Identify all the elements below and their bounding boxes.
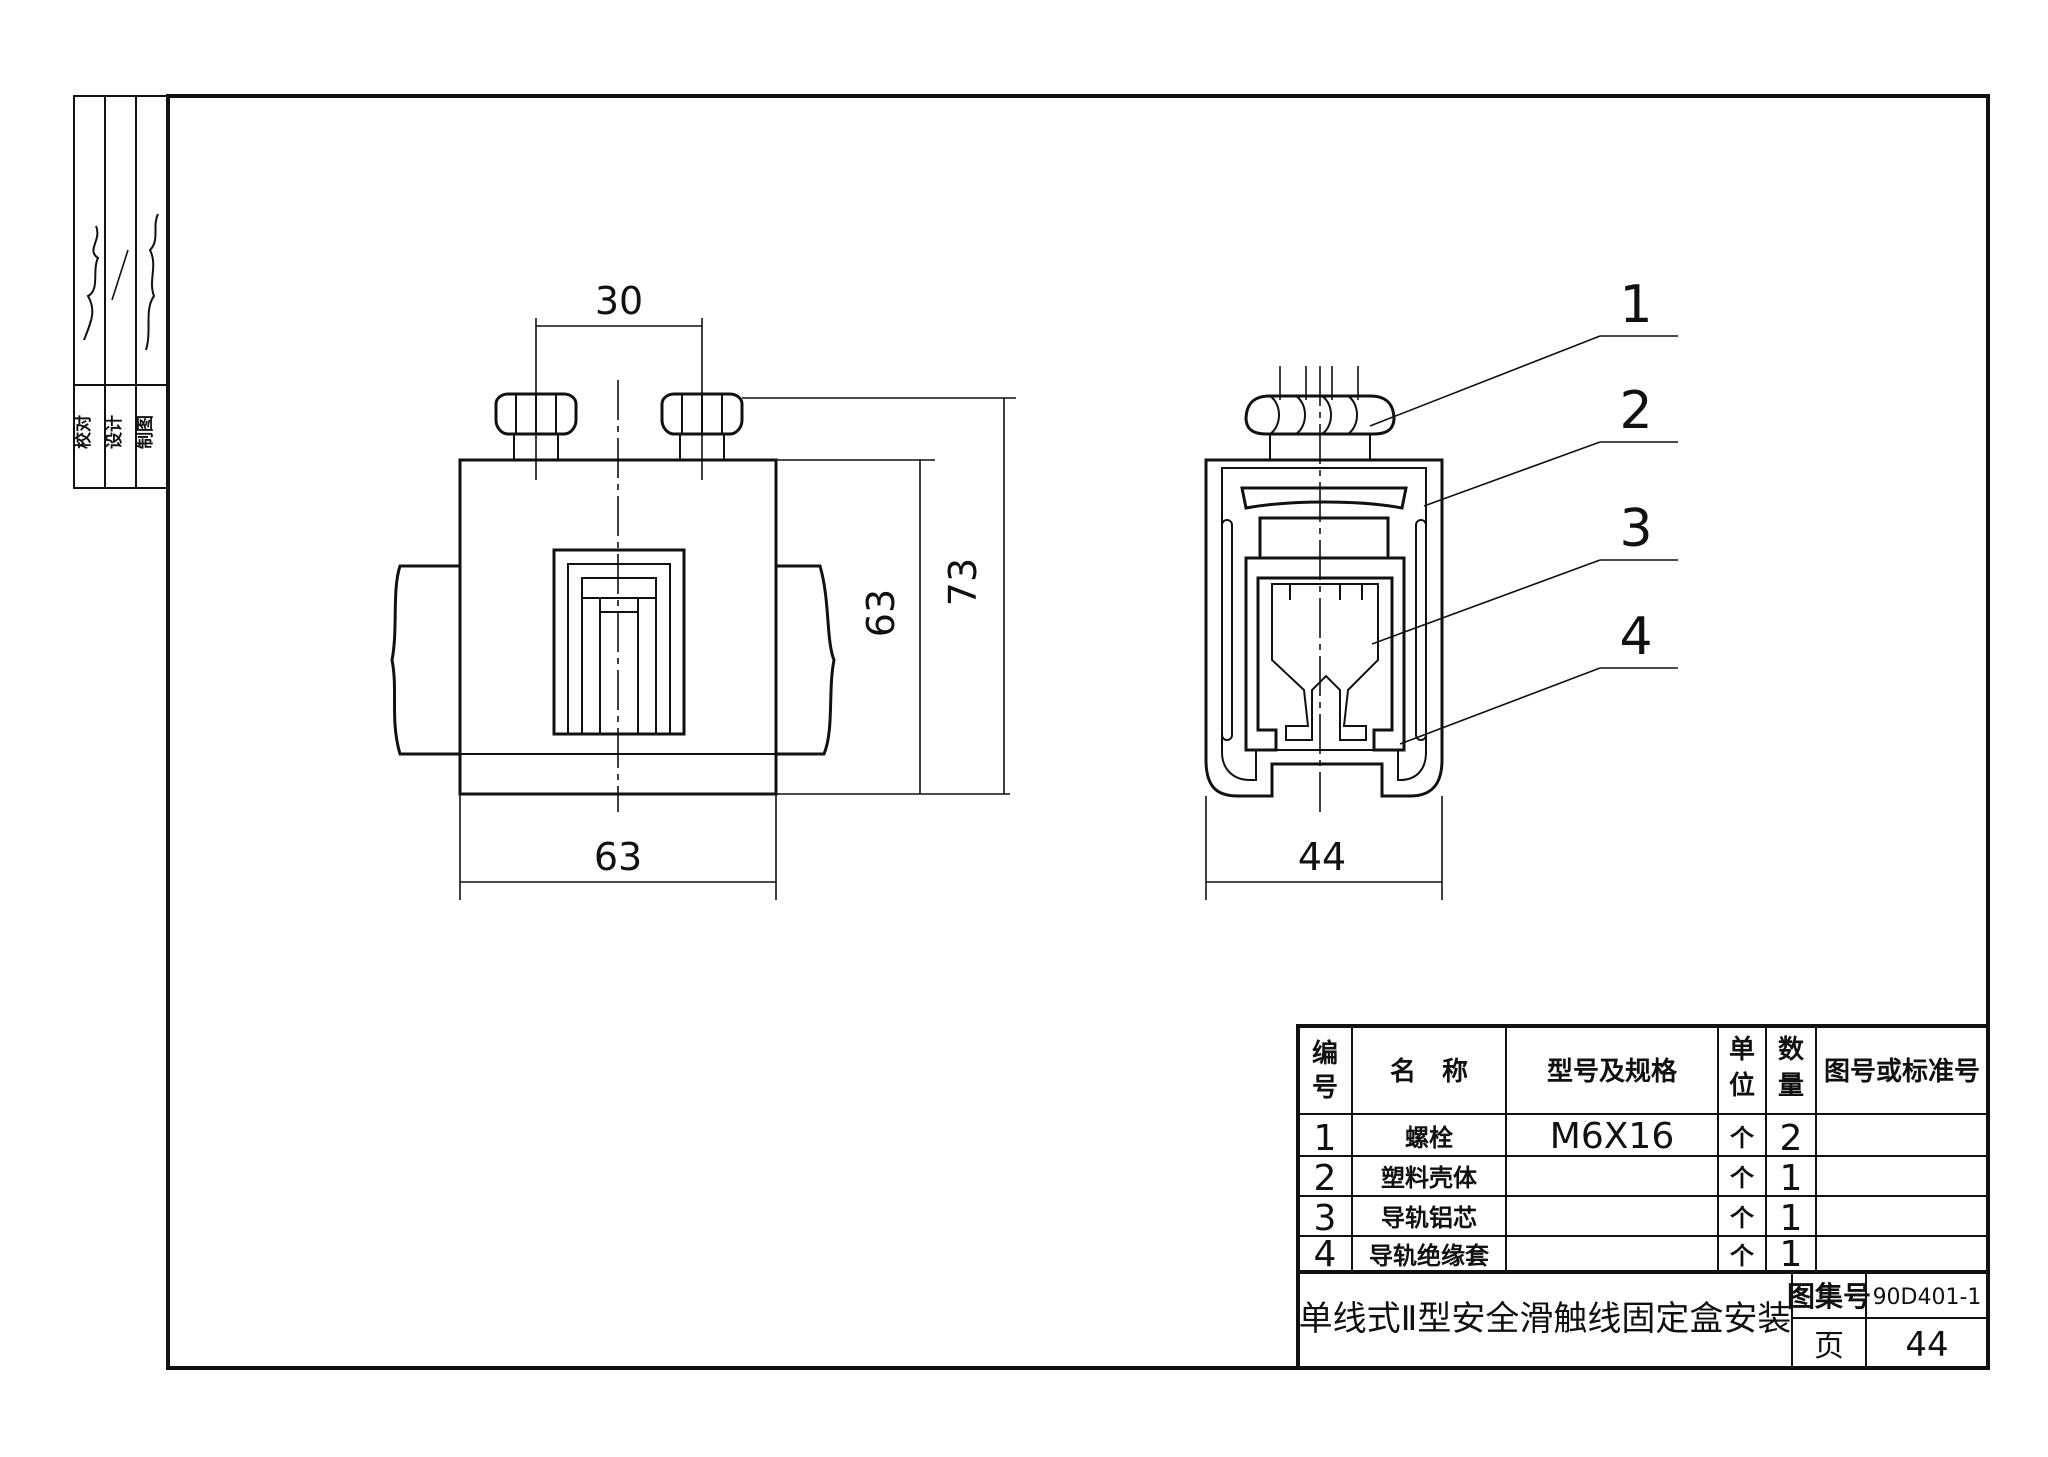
front-view: 30 63 63 73: [390, 279, 1016, 900]
dim-bolt-spacing: 30: [595, 279, 643, 323]
side-core: [1244, 556, 1406, 752]
header-spec: 型号及规格: [1547, 1056, 1678, 1087]
svg-text:2: 2: [1780, 1118, 1803, 1159]
svg-text:导轨绝缘套: 导轨绝缘套: [1369, 1242, 1490, 1270]
atlas-label: 图集号: [1787, 1280, 1871, 1313]
svg-text:号: 号: [1312, 1073, 1338, 1103]
side-housing: [1204, 458, 1444, 798]
header-no: 编: [1312, 1038, 1338, 1069]
callout-2: 2: [1423, 381, 1678, 507]
parts-table: 编 号 名 称 型号及规格 单 位 数 量 图号或标准号 1 螺栓 M6X16 …: [1296, 1024, 1990, 1370]
header-qty: 数: [1778, 1035, 1805, 1065]
header-unit: 单: [1729, 1035, 1755, 1065]
dim-side-width: 44: [1298, 835, 1346, 879]
dim-body-height: 63: [859, 589, 903, 637]
svg-text:1: 1: [1314, 1118, 1337, 1159]
table-row: 4 导轨绝缘套 个 1: [1314, 1234, 1803, 1275]
svg-text:1: 1: [1619, 275, 1652, 335]
svg-text:2: 2: [1314, 1158, 1337, 1199]
side-bolts: [1244, 394, 1396, 460]
drawing-title: 单线式Ⅱ型安全滑触线固定盒安装: [1299, 1299, 1792, 1339]
header-standard: 图号或标准号: [1824, 1057, 1980, 1087]
dim-total-height: 73: [941, 558, 985, 606]
atlas-number: 90D401-1: [1873, 1285, 1982, 1310]
svg-text:个: 个: [1730, 1204, 1755, 1232]
svg-text:M6X16: M6X16: [1550, 1116, 1674, 1157]
svg-text:3: 3: [1314, 1198, 1337, 1239]
page-label: 页: [1814, 1329, 1844, 1364]
drawing-frame: [166, 94, 1990, 1370]
signature-1: [83, 225, 100, 341]
svg-text:塑料壳体: 塑料壳体: [1381, 1164, 1478, 1192]
svg-text:螺栓: 螺栓: [1405, 1124, 1453, 1152]
table-row: 1 螺栓 M6X16 个 2: [1314, 1116, 1803, 1159]
header-name: 名 称: [1390, 1056, 1468, 1087]
signature-2: [145, 213, 159, 351]
dim-front-width: 63: [594, 835, 642, 879]
callout-4: 4: [1399, 607, 1678, 745]
svg-text:1: 1: [1780, 1234, 1803, 1275]
table-row: 3 导轨铝芯 个 1: [1314, 1198, 1803, 1239]
svg-text:量: 量: [1778, 1071, 1804, 1101]
callout-1: 1: [1369, 275, 1678, 427]
svg-text:个: 个: [1730, 1242, 1755, 1270]
svg-text:4: 4: [1314, 1234, 1337, 1275]
svg-text:2: 2: [1619, 381, 1652, 441]
approval-label-draw: 制图: [135, 415, 156, 449]
svg-text:个: 个: [1730, 1124, 1755, 1152]
side-view: 44 1 2 3 4: [1204, 275, 1678, 900]
svg-text:位: 位: [1729, 1070, 1755, 1101]
svg-text:1: 1: [1780, 1158, 1803, 1199]
page-number: 44: [1905, 1325, 1948, 1365]
svg-text:个: 个: [1730, 1164, 1755, 1192]
approval-panel: 校对 设计 制图: [73, 95, 169, 489]
approval-label-design: 设计: [104, 415, 125, 449]
callout-3: 3: [1371, 499, 1678, 645]
title-block: 单线式Ⅱ型安全滑触线固定盒安装 图集号 90D401-1 页 44: [1299, 1272, 1988, 1368]
front-rail: [390, 564, 460, 756]
svg-text:4: 4: [1619, 607, 1652, 667]
svg-text:3: 3: [1619, 499, 1652, 559]
table-row: 2 塑料壳体 个 1: [1314, 1158, 1803, 1199]
approval-label-check: 校对: [73, 415, 94, 449]
svg-text:导轨铝芯: 导轨铝芯: [1381, 1204, 1477, 1232]
svg-text:1: 1: [1780, 1198, 1803, 1239]
